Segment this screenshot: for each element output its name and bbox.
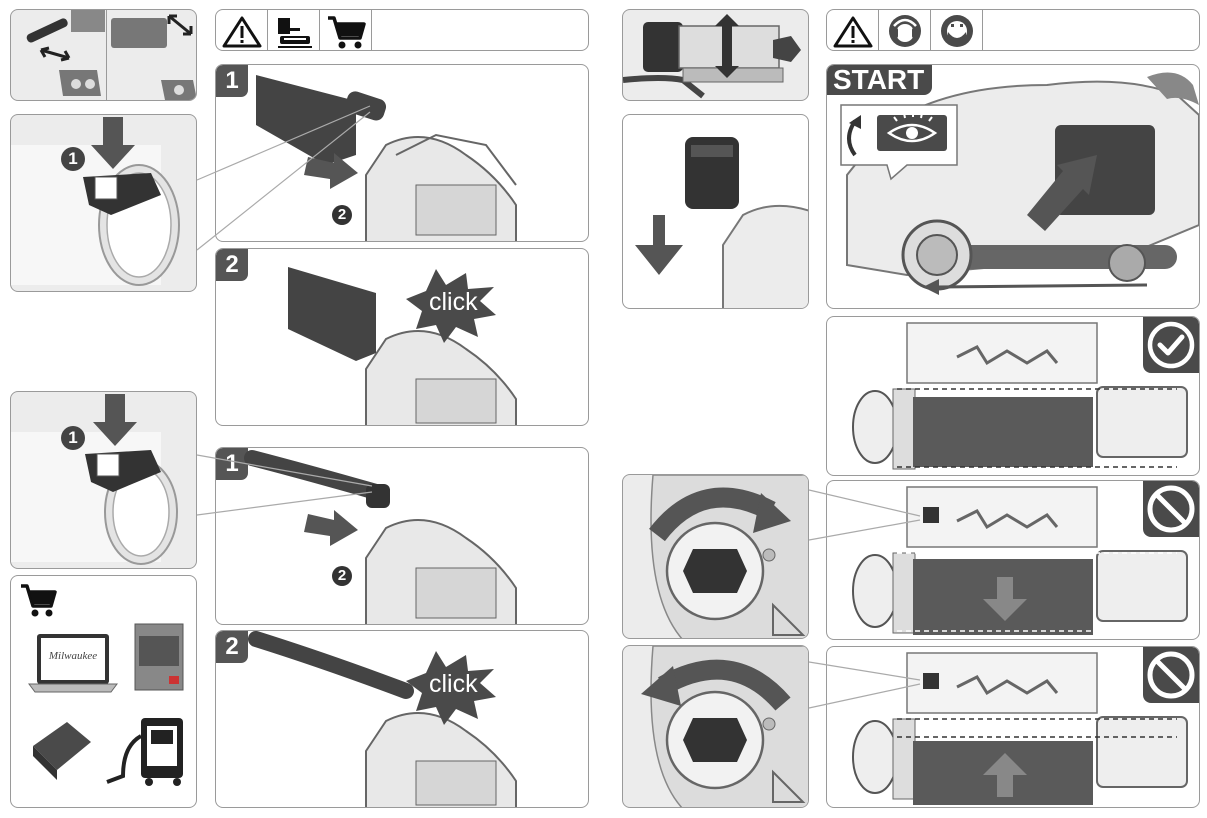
prohibited-icon-2 [1147,651,1195,699]
no-badge-up [1143,647,1199,703]
hose-clip-illustration [11,394,178,565]
attach-hose-illustration [244,450,517,624]
battery-insert-panel [622,114,809,309]
callout-number-2-hose: 2 [337,567,347,584]
knob-counterclockwise-illustration [641,646,808,807]
dust-port-overview-panel [10,9,197,101]
belt-tracking-illustration [840,72,1199,295]
start-tracking-panel: START [826,64,1200,309]
step-2-hose-click-panel: 2 click [215,630,589,808]
manual-booklet-icon [134,623,184,691]
step-number-1: 1 [216,65,248,97]
shroud-click-illustration: click [288,267,517,425]
laptop-icon [28,634,118,693]
accessories-panel: Milwaukee [10,575,197,808]
step-2-shroud-click-panel: 2 click [215,248,589,426]
belt-aligned-correct-panel [826,316,1200,476]
warning-triangle-icon-right [833,16,873,48]
left-header-bar [215,9,589,51]
no-badge-down [1143,481,1199,537]
click-label-hose: click [429,670,478,698]
accessories-illustration [21,584,184,786]
right-header-bar [826,9,1200,51]
knob-clockwise-zoom-panel [622,474,809,639]
hearing-protection-icon [889,15,921,47]
dust-mask-icon [941,15,973,47]
battery-pack-icon [33,722,91,780]
knob-counterclockwise-zoom-panel [622,645,809,808]
accessory-kit-icon [278,18,312,48]
callout-number-1-hose: 1 [68,428,78,447]
shopping-cart-icon [21,584,57,617]
prohibited-icon [1147,485,1195,533]
belt-misaligned-up-panel [826,646,1200,808]
attach-shroud-illustration [256,75,517,241]
click-label: click [429,288,478,316]
laptop-brand-text: Milwaukee [48,650,98,662]
accessory-cell [268,10,320,50]
belt-down-illustration [852,486,1188,635]
shopping-cart-icon [328,16,366,49]
step-number-2: 2 [216,249,248,281]
cart-cell [320,10,372,50]
callout-number-1: 1 [68,149,78,168]
belt-misaligned-down-panel [826,480,1200,640]
depth-adjust-illustration [623,14,801,99]
mask-cell [931,10,983,50]
step-1-attach-hose-panel: 1 2 [215,447,589,625]
ok-badge [1143,317,1199,373]
step-1-attach-shroud-panel: 1 2 [215,64,589,242]
battery-insert-illustration [635,137,808,308]
ear-cell [879,10,931,50]
warning-triangle-icon [222,16,262,48]
check-circle-icon [1147,321,1195,369]
eye-protection-icon [886,112,938,143]
hose-clip-zoom-panel: 1 [10,391,197,569]
knob-clockwise-illustration [649,475,808,638]
depth-adjust-overview-panel [622,9,809,101]
hose-click-illustration: click [248,631,517,807]
start-label: START [827,65,933,95]
dust-port-overview-illustration [26,10,196,100]
warning-cell-right [827,10,879,50]
step-number-2-hose: 2 [216,631,248,663]
belt-up-illustration [852,652,1188,805]
callout-number-2: 2 [337,206,347,223]
shroud-clip-zoom-panel: 1 [10,114,197,292]
belt-aligned-illustration [852,322,1188,470]
warning-cell [216,10,268,50]
shroud-clip-illustration [11,117,180,286]
dust-extractor-icon [106,718,183,786]
